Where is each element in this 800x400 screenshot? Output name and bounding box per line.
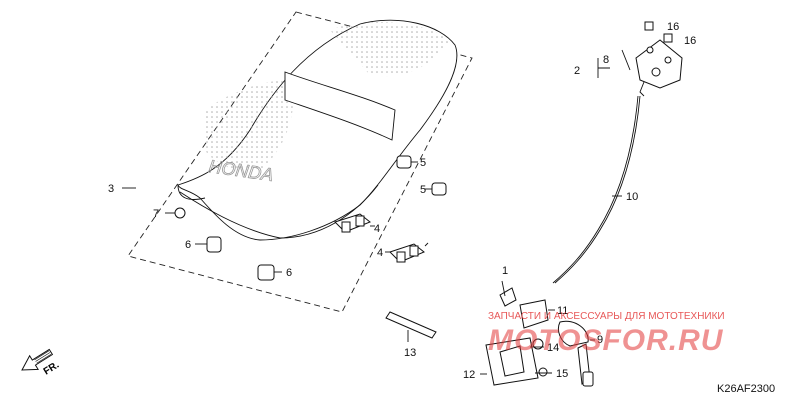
callout-9: 9 [597, 334, 603, 346]
callout-5b: 5 [420, 184, 426, 196]
clip-7 [165, 207, 186, 219]
callout-10: 10 [626, 191, 638, 203]
callout-6b: 6 [286, 267, 292, 279]
bracket-4b [385, 243, 425, 263]
callout-4b: 4 [377, 247, 383, 259]
seat-lock-cable [554, 95, 641, 284]
bracket-4a [334, 213, 375, 233]
callout-12: 12 [463, 369, 475, 381]
callout-1: 1 [502, 265, 508, 277]
front-direction-label: FR. [42, 360, 62, 378]
callout-15: 15 [556, 368, 568, 380]
rubber-cushion-6b [257, 264, 282, 281]
callout-8: 8 [603, 54, 609, 66]
seat-strap [385, 311, 437, 342]
callout-7: 7 [153, 208, 159, 220]
callout-5a: 5 [420, 157, 426, 169]
callout-13: 13 [404, 347, 416, 359]
callout-11: 11 [557, 305, 568, 317]
rubber-cushion-5a [396, 155, 418, 169]
callout-14: 14 [547, 342, 559, 354]
callout-3: 3 [108, 183, 114, 195]
callout-2: 2 [574, 65, 580, 77]
watermark-tagline: ЗАПЧАСТИ И АКСЕССУАРЫ ДЛЯ МОТОТЕХНИКИ [488, 311, 725, 322]
callout-4a: 4 [374, 223, 380, 235]
watermark-brand: MOTOSFOR.RU [488, 324, 724, 357]
rubber-cushion-5b [425, 182, 447, 196]
seat-drawing: HONDA [177, 19, 458, 241]
seat-latch-assembly [597, 21, 683, 97]
seat-lock-assembly [485, 280, 594, 387]
callout-6a: 6 [185, 239, 191, 251]
rubber-cushion-6a [195, 236, 222, 253]
callout-16a: 16 [667, 21, 679, 33]
diagram-code: K26AF2300 [717, 383, 775, 395]
callout-16b: 16 [684, 35, 696, 47]
front-direction-arrow [21, 348, 54, 371]
